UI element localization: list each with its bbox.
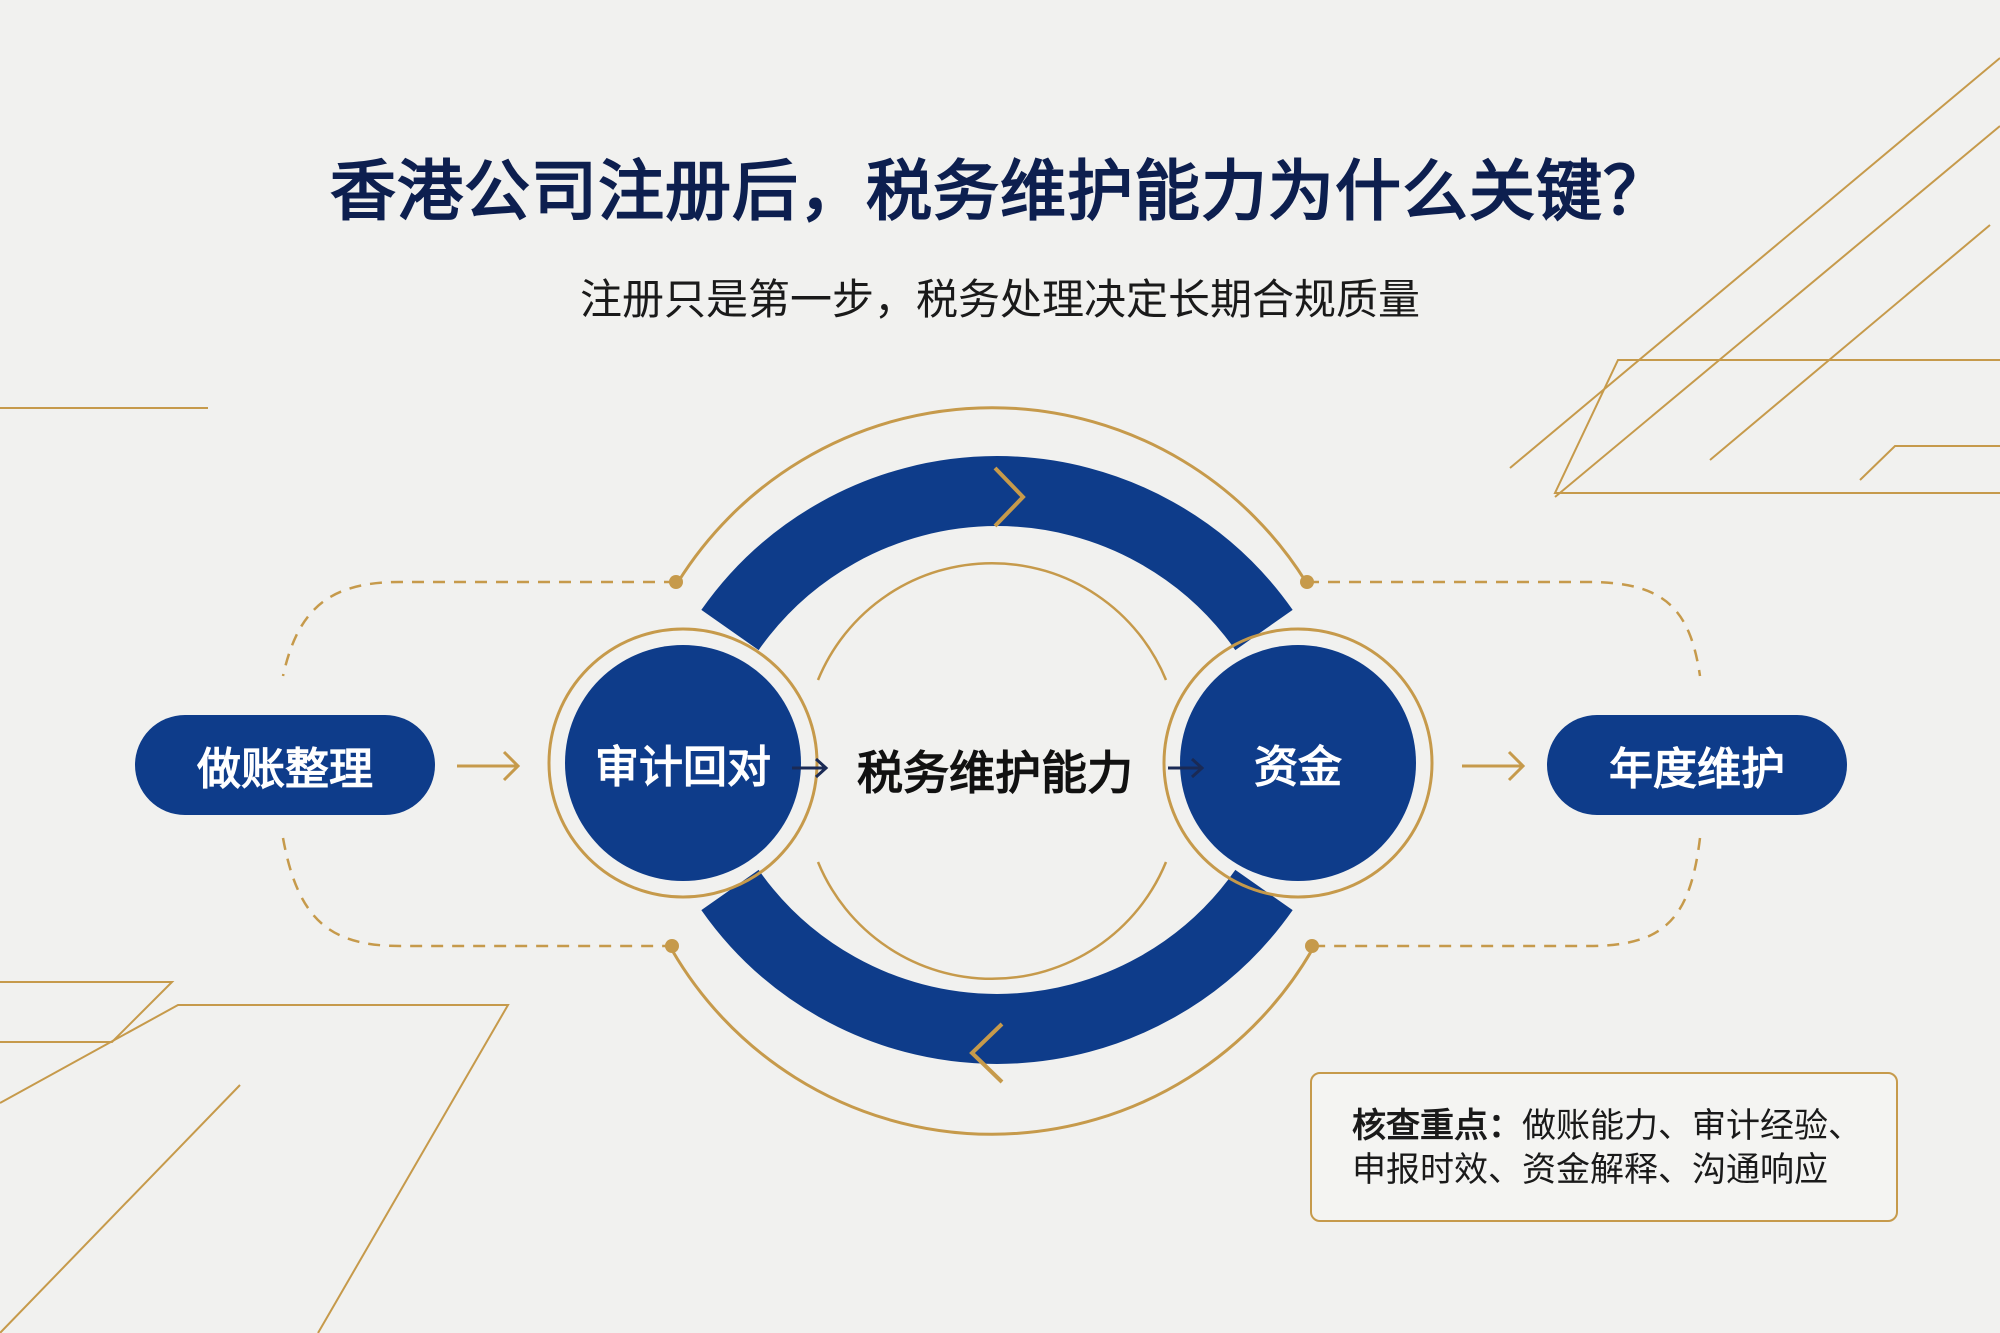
page-title: 香港公司注册后，税务维护能力为什么关键？: [330, 153, 1670, 230]
step-bookkeeping-pill: 做账整理: [135, 715, 435, 815]
dashed-loops: [281, 580, 1702, 948]
outer-gold-ring: [670, 406, 1314, 1136]
audit-node-ring: [547, 627, 819, 899]
page-subtitle: 注册只是第一步，税务处理决定长期合规质量: [579, 275, 1420, 324]
step-audit-label: 审计回对: [595, 742, 771, 793]
cycle-arrow-top-icon: [993, 466, 1026, 528]
note-text-1: 做账能力、审计经验、: [1522, 1106, 1862, 1146]
arrow-right-icon: [457, 750, 521, 782]
funds-node-circle: [1180, 645, 1416, 881]
note-label: 核查重点：: [1352, 1106, 1522, 1146]
inner-gold-ring: [816, 562, 1168, 980]
decor-lines-bottom-left: [0, 981, 510, 1333]
cycle-arrow-bottom-icon: [969, 1022, 1004, 1084]
center-label: 税务维护能力: [857, 746, 1133, 800]
note-line-1: 核查重点：做账能力、审计经验、: [1352, 1104, 1896, 1148]
funds-node-ring: [1162, 627, 1434, 899]
gold-flow-arrows: [457, 750, 1526, 782]
dark-flow-arrows: [792, 757, 1205, 779]
note-text-2: 申报时效、资金解释、沟通响应: [1352, 1150, 1828, 1190]
connector-dots: [665, 575, 1319, 953]
step-annual-maintenance-pill: 年度维护: [1547, 715, 1847, 815]
audit-node-circle: [565, 645, 801, 881]
arrow-right-icon: [1462, 750, 1526, 782]
decor-lines-top-right: [1509, 57, 2000, 498]
arrow-right-icon: [1168, 757, 1205, 779]
key-check-note: 核查重点：做账能力、审计经验、 申报时效、资金解释、沟通响应: [1310, 1072, 1898, 1222]
arrow-right-icon: [792, 757, 829, 779]
step-funds-label: 资金: [1254, 742, 1342, 793]
